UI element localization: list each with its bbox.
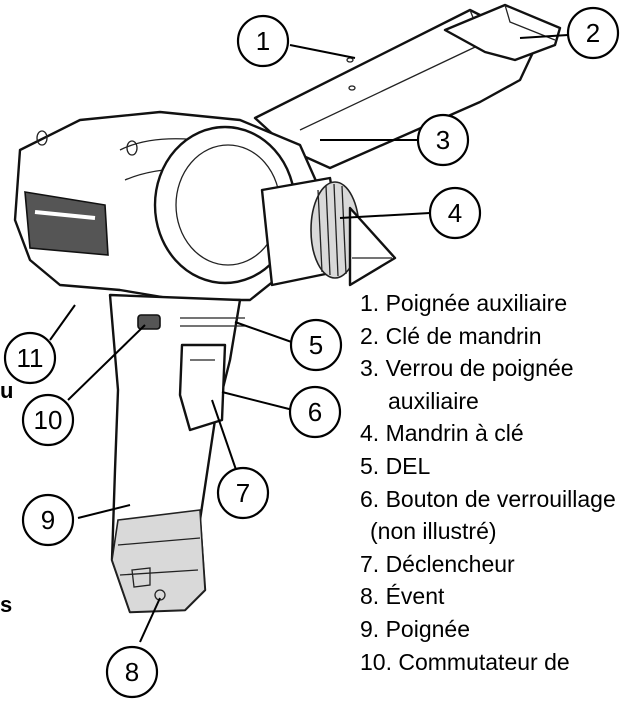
callout-9: 9 (23, 495, 73, 545)
svg-text:1: 1 (256, 26, 270, 56)
callout-3: 3 (418, 115, 468, 165)
callout-2: 2 (568, 8, 618, 58)
svg-text:10: 10 (34, 405, 63, 435)
callout-10: 10 (23, 395, 73, 445)
svg-text:4: 4 (448, 198, 462, 228)
svg-text:6: 6 (308, 397, 322, 427)
callout-6: 6 (290, 387, 340, 437)
svg-text:2: 2 (586, 18, 600, 48)
callout-1: 1 (238, 16, 288, 66)
svg-text:11: 11 (17, 343, 44, 373)
svg-text:3: 3 (436, 125, 450, 155)
callout-4: 4 (430, 188, 480, 238)
callout-11: 11 (5, 333, 55, 383)
callout-8: 8 (107, 647, 157, 697)
chuck-illustration (262, 178, 395, 285)
svg-text:5: 5 (309, 330, 323, 360)
svg-text:7: 7 (236, 478, 250, 508)
callout-7: 7 (218, 468, 268, 518)
svg-text:9: 9 (41, 505, 55, 535)
svg-text:8: 8 (125, 657, 139, 687)
callout-5: 5 (291, 320, 341, 370)
grip-illustration (110, 295, 245, 612)
